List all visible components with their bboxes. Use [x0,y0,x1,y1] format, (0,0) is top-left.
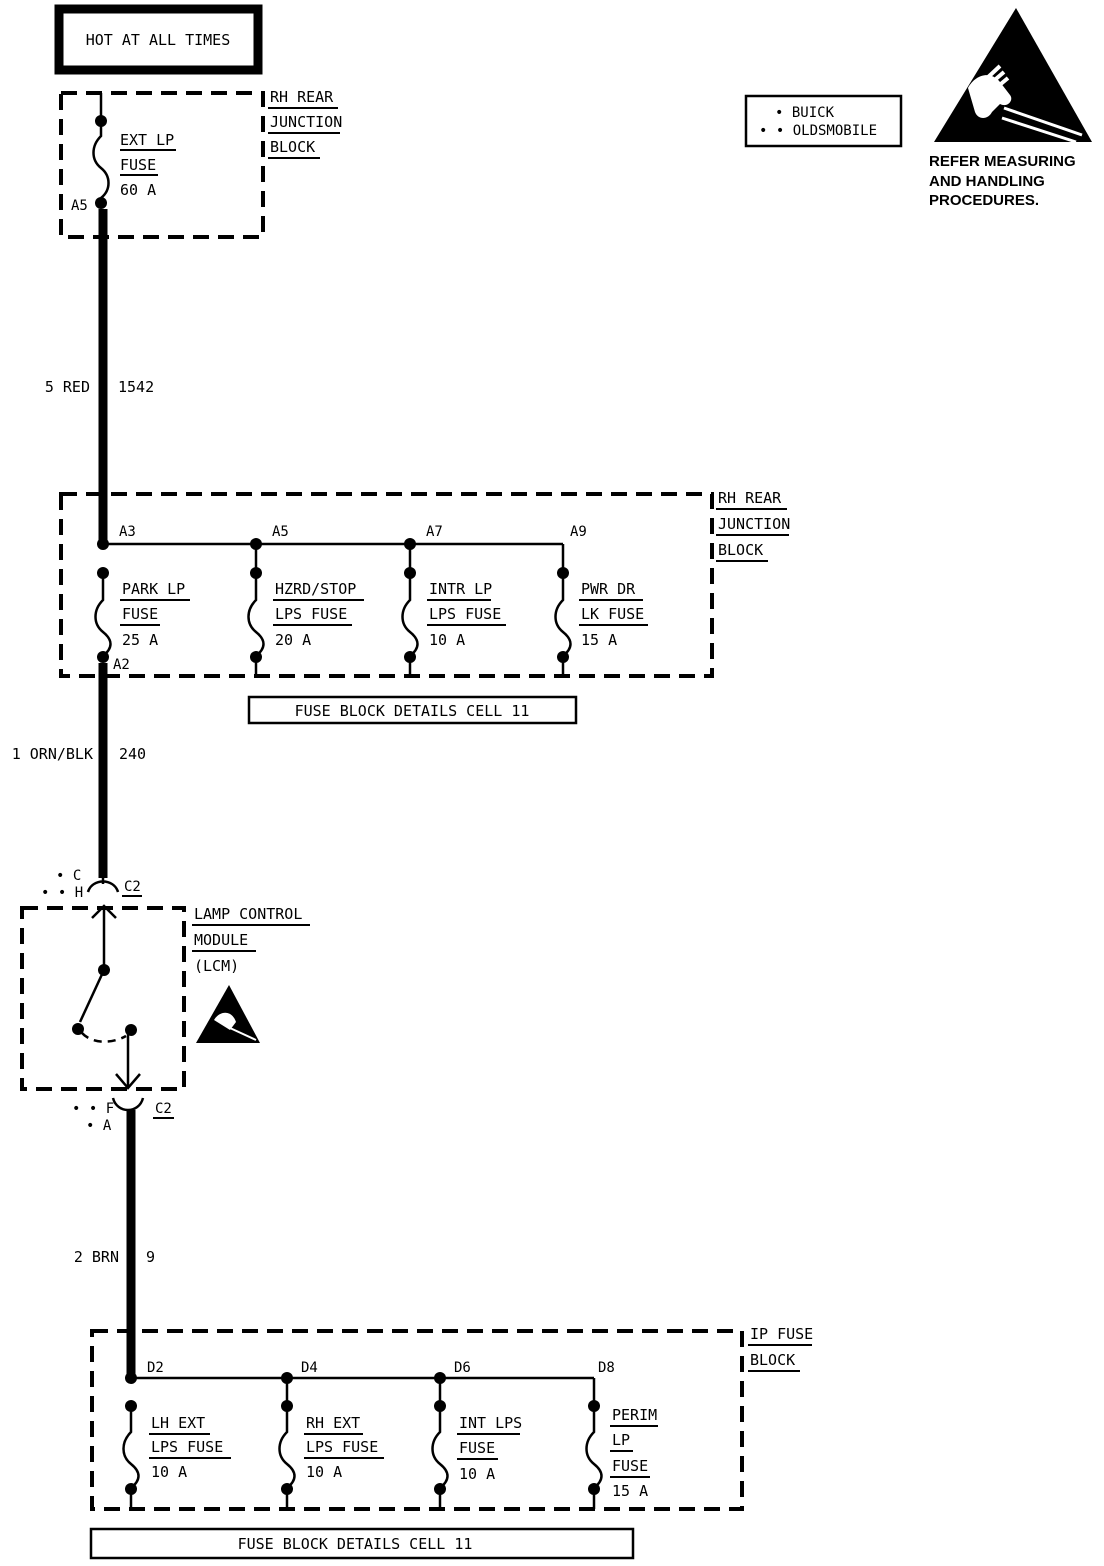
esd-note-line3: PROCEDURES. [929,192,1039,209]
legend-buick: • BUICK [775,105,835,121]
wire-240-gauge: 1 ORN/BLK [12,745,93,763]
esd-note: REFER MEASURING AND HANDLING PROCEDURES. [929,153,1076,209]
junction-mid-pin-a7: A7 [426,524,443,540]
junction-top-name-line3: BLOCK [270,138,315,156]
perim-fuse-line3: FUSE [612,1457,648,1475]
perim-fuse-line1: PERIM [612,1406,657,1424]
perim-fuse-line2: LP [612,1431,630,1449]
lcm-connector-bottom: C2 [155,1101,172,1117]
int-lps-fuse-line2: FUSE [459,1439,495,1457]
wire-240: 1 ORN/BLK 240 [12,663,146,878]
pwr-dr-fuse-line1: PWR DR [581,580,636,598]
int-lps-fuse-line1: INT LPS [459,1414,522,1432]
lcm-esd-icon [196,985,260,1043]
park-lp-fuse-line1: PARK LP [122,580,185,598]
ip-pin-d6: D6 [454,1360,471,1376]
ip-block-name-line1: IP FUSE [750,1325,813,1343]
hzrd-stop-fuse-line2: LPS FUSE [275,605,347,623]
fuse-block-details-link-mid[interactable]: FUSE BLOCK DETAILS CELL 11 [247,695,578,725]
wire-1542-gauge: 5 RED [45,378,90,396]
lcm-name-line3: (LCM) [194,957,239,975]
rh-ext-fuse-line3: 10 A [306,1463,342,1481]
fuse-block-details-mid-label[interactable]: FUSE BLOCK DETAILS CELL 11 [295,702,530,720]
ip-pin-d2: D2 [147,1360,164,1376]
lcm-pin-bottom-olds: • • F [72,1101,114,1117]
lh-ext-fuse-line3: 10 A [151,1463,187,1481]
lh-ext-fuse-line1: LH EXT [151,1414,205,1432]
junction-mid-pin-a9: A9 [570,524,587,540]
fuse-block-details-link-bottom[interactable]: FUSE BLOCK DETAILS CELL 11 [89,1527,635,1560]
pwr-dr-fuse-line3: 15 A [581,631,617,649]
esd-note-line1: REFER MEASURING [929,153,1076,170]
intr-lp-fuse-line3: 10 A [429,631,465,649]
junction-top-name-line2: JUNCTION [270,113,342,131]
pwr-dr-fuse-line2: LK FUSE [581,605,644,623]
lcm-connector-top: C2 [124,879,141,895]
junction-top-name-line1: RH REAR [270,88,334,106]
int-lps-fuse-line3: 10 A [459,1465,495,1483]
ip-pin-d8: D8 [598,1360,615,1376]
intr-lp-fuse-line1: INTR LP [429,580,492,598]
rh-rear-junction-block-mid: A3 A5 A7 A9 A2 PARK LP FUSE 25 A HZRD/ST… [59,489,790,678]
rh-ext-fuse-line2: LPS FUSE [306,1438,378,1456]
junction-mid-pin-a3: A3 [119,524,136,540]
ip-pin-d4: D4 [301,1360,318,1376]
rh-ext-fuse-line1: RH EXT [306,1414,360,1432]
ext-lp-fuse-line1: EXT LP [120,131,174,149]
ext-lp-fuse-line3: 60 A [120,181,156,199]
lcm-name-line1: LAMP CONTROL [194,905,302,923]
junction-mid-name-line1: RH REAR [718,489,782,507]
legend-oldsmobile: • • OLDSMOBILE [759,123,877,139]
wire-9: 2 BRN 9 [74,1110,155,1378]
wire-1542: 5 RED 1542 [45,209,154,544]
wire-1542-circuit: 1542 [118,378,154,396]
wire-9-circuit: 9 [146,1248,155,1266]
hzrd-stop-fuse-line1: HZRD/STOP [275,580,356,598]
rh-rear-junction-block-top: A5 EXT LP FUSE 60 A RH REAR JUNCTION BLO… [59,88,342,239]
ip-fuse-block: D2 D4 D6 D8 LH EXT LPS FUSE 10 A RH EXT … [90,1325,813,1511]
park-lp-fuse-line3: 25 A [122,631,158,649]
hot-at-all-times-label: HOT AT ALL TIMES [86,31,231,49]
lamp-control-module: C2 • C • • H LAMP CONTROL MODULE (LCM) C… [20,868,310,1134]
wire-9-gauge: 2 BRN [74,1248,119,1266]
fuse-block-details-bottom-label[interactable]: FUSE BLOCK DETAILS CELL 11 [238,1535,473,1553]
junction-mid-pin-a2: A2 [113,657,130,673]
lcm-pin-bottom-buick: • A [86,1118,112,1134]
ext-lp-fuse-line2: FUSE [120,156,156,174]
lcm-pin-top-buick: • C [56,868,81,884]
perim-fuse-line4: 15 A [612,1482,648,1500]
legend-box: • BUICK • • OLDSMOBILE [744,94,903,148]
esd-warning-icon [934,8,1092,144]
junction-top-pin-a5: A5 [71,198,88,214]
park-lp-fuse-line2: FUSE [122,605,158,623]
hot-at-all-times-box: HOT AT ALL TIMES [54,4,263,75]
junction-mid-pin-a5: A5 [272,524,289,540]
wire-240-circuit: 240 [119,745,146,763]
esd-note-line2: AND HANDLING [929,173,1045,190]
intr-lp-fuse-line2: LPS FUSE [429,605,501,623]
lcm-pin-top-olds: • • H [41,885,83,901]
lcm-name-line2: MODULE [194,931,248,949]
junction-mid-name-line3: BLOCK [718,541,763,559]
junction-mid-name-line2: JUNCTION [718,515,790,533]
ip-block-name-line2: BLOCK [750,1351,795,1369]
hzrd-stop-fuse-line3: 20 A [275,631,311,649]
lh-ext-fuse-line2: LPS FUSE [151,1438,223,1456]
